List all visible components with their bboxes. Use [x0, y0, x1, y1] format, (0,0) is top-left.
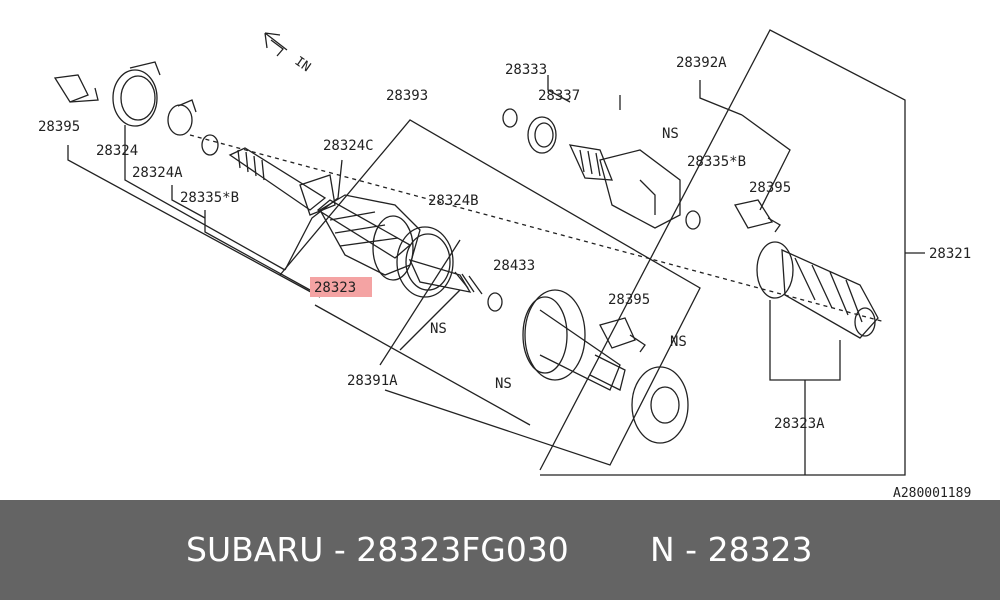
- boot-small-mid: [599, 317, 646, 353]
- boot-outer-28323A: [756, 241, 879, 339]
- cv-joint-outer: [522, 289, 626, 391]
- direction-label: IN: [292, 54, 313, 75]
- label-28392A: 28392A: [676, 55, 727, 71]
- label-28395-mid: 28395: [608, 292, 650, 308]
- diagram-code: A280001189: [893, 486, 971, 500]
- label-28321: 28321: [929, 246, 971, 262]
- direction-arrow-icon: [264, 32, 288, 57]
- label-28324: 28324: [96, 143, 138, 159]
- footer-bar: SUBARU - 28323FG030 N - 28323: [0, 500, 1000, 600]
- label-28323: 28323: [314, 280, 356, 296]
- label-28323A: 28323A: [774, 416, 825, 432]
- clamp-band-28324B: [396, 226, 454, 298]
- label-28324A: 28324A: [132, 165, 183, 181]
- label-28324C: 28324C: [323, 138, 374, 154]
- boot-inner-28324C: [319, 194, 421, 281]
- label-ns-1: NS: [430, 321, 447, 337]
- label-28433: 28433: [493, 258, 535, 274]
- boot-small-right: [734, 199, 781, 233]
- label-28393: 28393: [386, 88, 428, 104]
- circlip-28333: [502, 108, 518, 128]
- clamp-band-28324A: [167, 104, 193, 136]
- label-28395-right: 28395: [749, 180, 791, 196]
- parts-diagram: IN 28395 28324 28324A 28335*B 28324C 283…: [38, 29, 971, 500]
- label-28391A: 28391A: [347, 373, 398, 389]
- footer-reference-number: N - 28323: [650, 530, 813, 569]
- highlight-28323: [310, 277, 372, 297]
- clamp-band-28324: [112, 61, 161, 127]
- label-ns-3: NS: [670, 334, 687, 350]
- label-ns-2: NS: [495, 376, 512, 392]
- label-28324B: 28324B: [428, 193, 479, 209]
- label-28333: 28333: [505, 62, 547, 78]
- label-28337: 28337: [538, 88, 580, 104]
- label-28335B-right: 28335*B: [687, 154, 746, 170]
- boot-small-left: [53, 74, 99, 103]
- circlip-left: [201, 134, 219, 156]
- label-28335B-left: 28335*B: [180, 190, 239, 206]
- housing-28392A: [568, 144, 681, 229]
- seal-28337: [527, 116, 557, 154]
- footer-part-number: SUBARU - 28323FG030: [186, 530, 569, 569]
- label-28395-left: 28395: [38, 119, 80, 135]
- label-ns-4: NS: [662, 126, 679, 142]
- circlip-28433: [487, 292, 503, 312]
- washer: [631, 366, 689, 444]
- circlip-right: [685, 210, 701, 230]
